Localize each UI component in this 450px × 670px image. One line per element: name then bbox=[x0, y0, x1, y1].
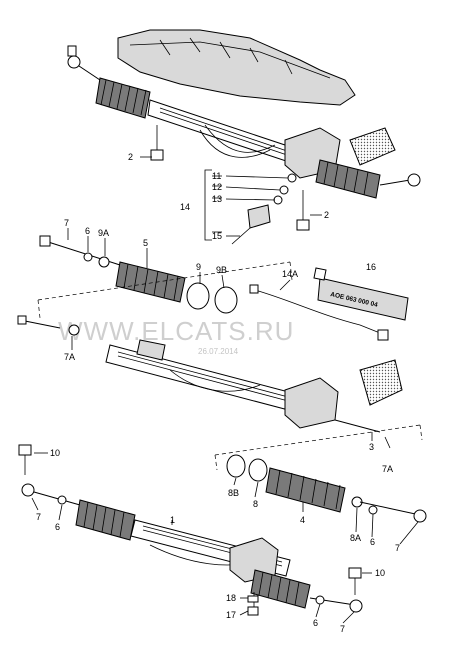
bellows-4 bbox=[265, 467, 346, 513]
callout-9B: 9B bbox=[216, 265, 227, 275]
callout-11: 11 bbox=[212, 171, 221, 181]
inner-tie-rod-7A bbox=[17, 315, 27, 325]
left-bellows-top bbox=[95, 77, 151, 119]
seal-8B bbox=[226, 454, 246, 478]
tie-rod-end-top-left bbox=[67, 55, 81, 69]
top-assembly bbox=[67, 29, 421, 245]
callout-8B: 8B bbox=[228, 488, 239, 498]
bottom-assembly bbox=[18, 444, 363, 616]
callout-9: 9 bbox=[196, 262, 201, 272]
nut-6-left bbox=[57, 495, 67, 505]
bolt-top-right bbox=[296, 190, 310, 231]
callout-7A-left: 7A bbox=[64, 352, 75, 362]
callout-2-right: 2 bbox=[324, 210, 329, 220]
callout-14: 14 bbox=[180, 202, 190, 212]
nut-6 bbox=[83, 252, 93, 262]
bolt-10-left bbox=[18, 444, 32, 456]
clamp-9A bbox=[98, 256, 110, 268]
callout-7-right: 7 bbox=[395, 543, 400, 553]
callout-6-right: 6 bbox=[370, 537, 375, 547]
valve-sensor-15 bbox=[247, 204, 271, 229]
screw-17 bbox=[247, 606, 259, 616]
leader-lines bbox=[31, 156, 419, 624]
seal-ring-11 bbox=[287, 173, 297, 183]
seal-18 bbox=[247, 595, 259, 603]
callout-8: 8 bbox=[253, 499, 258, 509]
callout-6-bottom: 6 bbox=[313, 618, 318, 628]
valve-housing-middle bbox=[284, 377, 339, 429]
callout-12: 12 bbox=[212, 182, 222, 192]
grease-tube-16 bbox=[317, 277, 409, 321]
middle-left-parts bbox=[39, 235, 409, 341]
bolt-top-left bbox=[150, 125, 164, 161]
callout-7-bottom: 7 bbox=[340, 624, 345, 634]
rack-housing-top bbox=[147, 99, 301, 166]
callout-14A: 14A bbox=[282, 269, 298, 279]
callout-5: 5 bbox=[143, 238, 148, 248]
seal-ring-13 bbox=[273, 195, 283, 205]
tie-rod-end-bottom-right bbox=[349, 599, 363, 613]
nut-6-right bbox=[368, 505, 378, 515]
dust-boot-top bbox=[349, 127, 396, 166]
bolt-10-right bbox=[348, 567, 362, 579]
callout-9A: 9A bbox=[98, 228, 109, 238]
clamp-9B bbox=[214, 286, 238, 314]
callout-18: 18 bbox=[226, 593, 236, 603]
seal-ring-12 bbox=[279, 185, 289, 195]
tie-rod-end-7 bbox=[39, 235, 51, 247]
watermark: WWW.ELCATS.RU bbox=[58, 316, 294, 346]
callout-6-left: 6 bbox=[55, 522, 60, 532]
sensor-cable-14A bbox=[254, 289, 386, 336]
heat-shield bbox=[117, 29, 356, 106]
middle-rack-assembly bbox=[17, 315, 403, 433]
tie-rod-end-7-left bbox=[21, 483, 35, 497]
bushing-8 bbox=[248, 458, 268, 482]
callout-7-left: 7 bbox=[36, 512, 41, 522]
callout-labels: 2 11 12 13 14 15 2 7 6 9A 5 9 9B 14A 16 … bbox=[36, 152, 400, 634]
callout-1: 1 bbox=[170, 515, 175, 525]
callout-8A: 8A bbox=[350, 533, 361, 543]
callout-7A-right: 7A bbox=[382, 464, 393, 474]
callout-6: 6 bbox=[85, 226, 90, 236]
bellows-5 bbox=[115, 261, 186, 303]
bellows-lower-right bbox=[250, 569, 311, 609]
clamp-9 bbox=[186, 282, 210, 310]
callout-3: 3 bbox=[369, 442, 374, 452]
callout-13: 13 bbox=[212, 194, 222, 204]
right-bellows-top bbox=[315, 159, 381, 199]
callout-2: 2 bbox=[128, 152, 133, 162]
callout-7: 7 bbox=[64, 218, 69, 228]
callout-4: 4 bbox=[300, 515, 305, 525]
bellows-lower-left bbox=[75, 499, 136, 541]
tie-rod-end-top-right bbox=[407, 173, 421, 187]
callout-17: 17 bbox=[226, 610, 236, 620]
tie-rod-end-7-right bbox=[413, 509, 427, 523]
lower-right-parts bbox=[226, 454, 427, 523]
callout-16: 16 bbox=[366, 262, 376, 272]
callout-15: 15 bbox=[212, 231, 222, 241]
callout-10-right: 10 bbox=[375, 568, 385, 578]
dust-boot-3 bbox=[359, 359, 403, 406]
callout-10-left: 10 bbox=[50, 448, 60, 458]
date-stamp: 26.07.2014 bbox=[198, 347, 239, 356]
